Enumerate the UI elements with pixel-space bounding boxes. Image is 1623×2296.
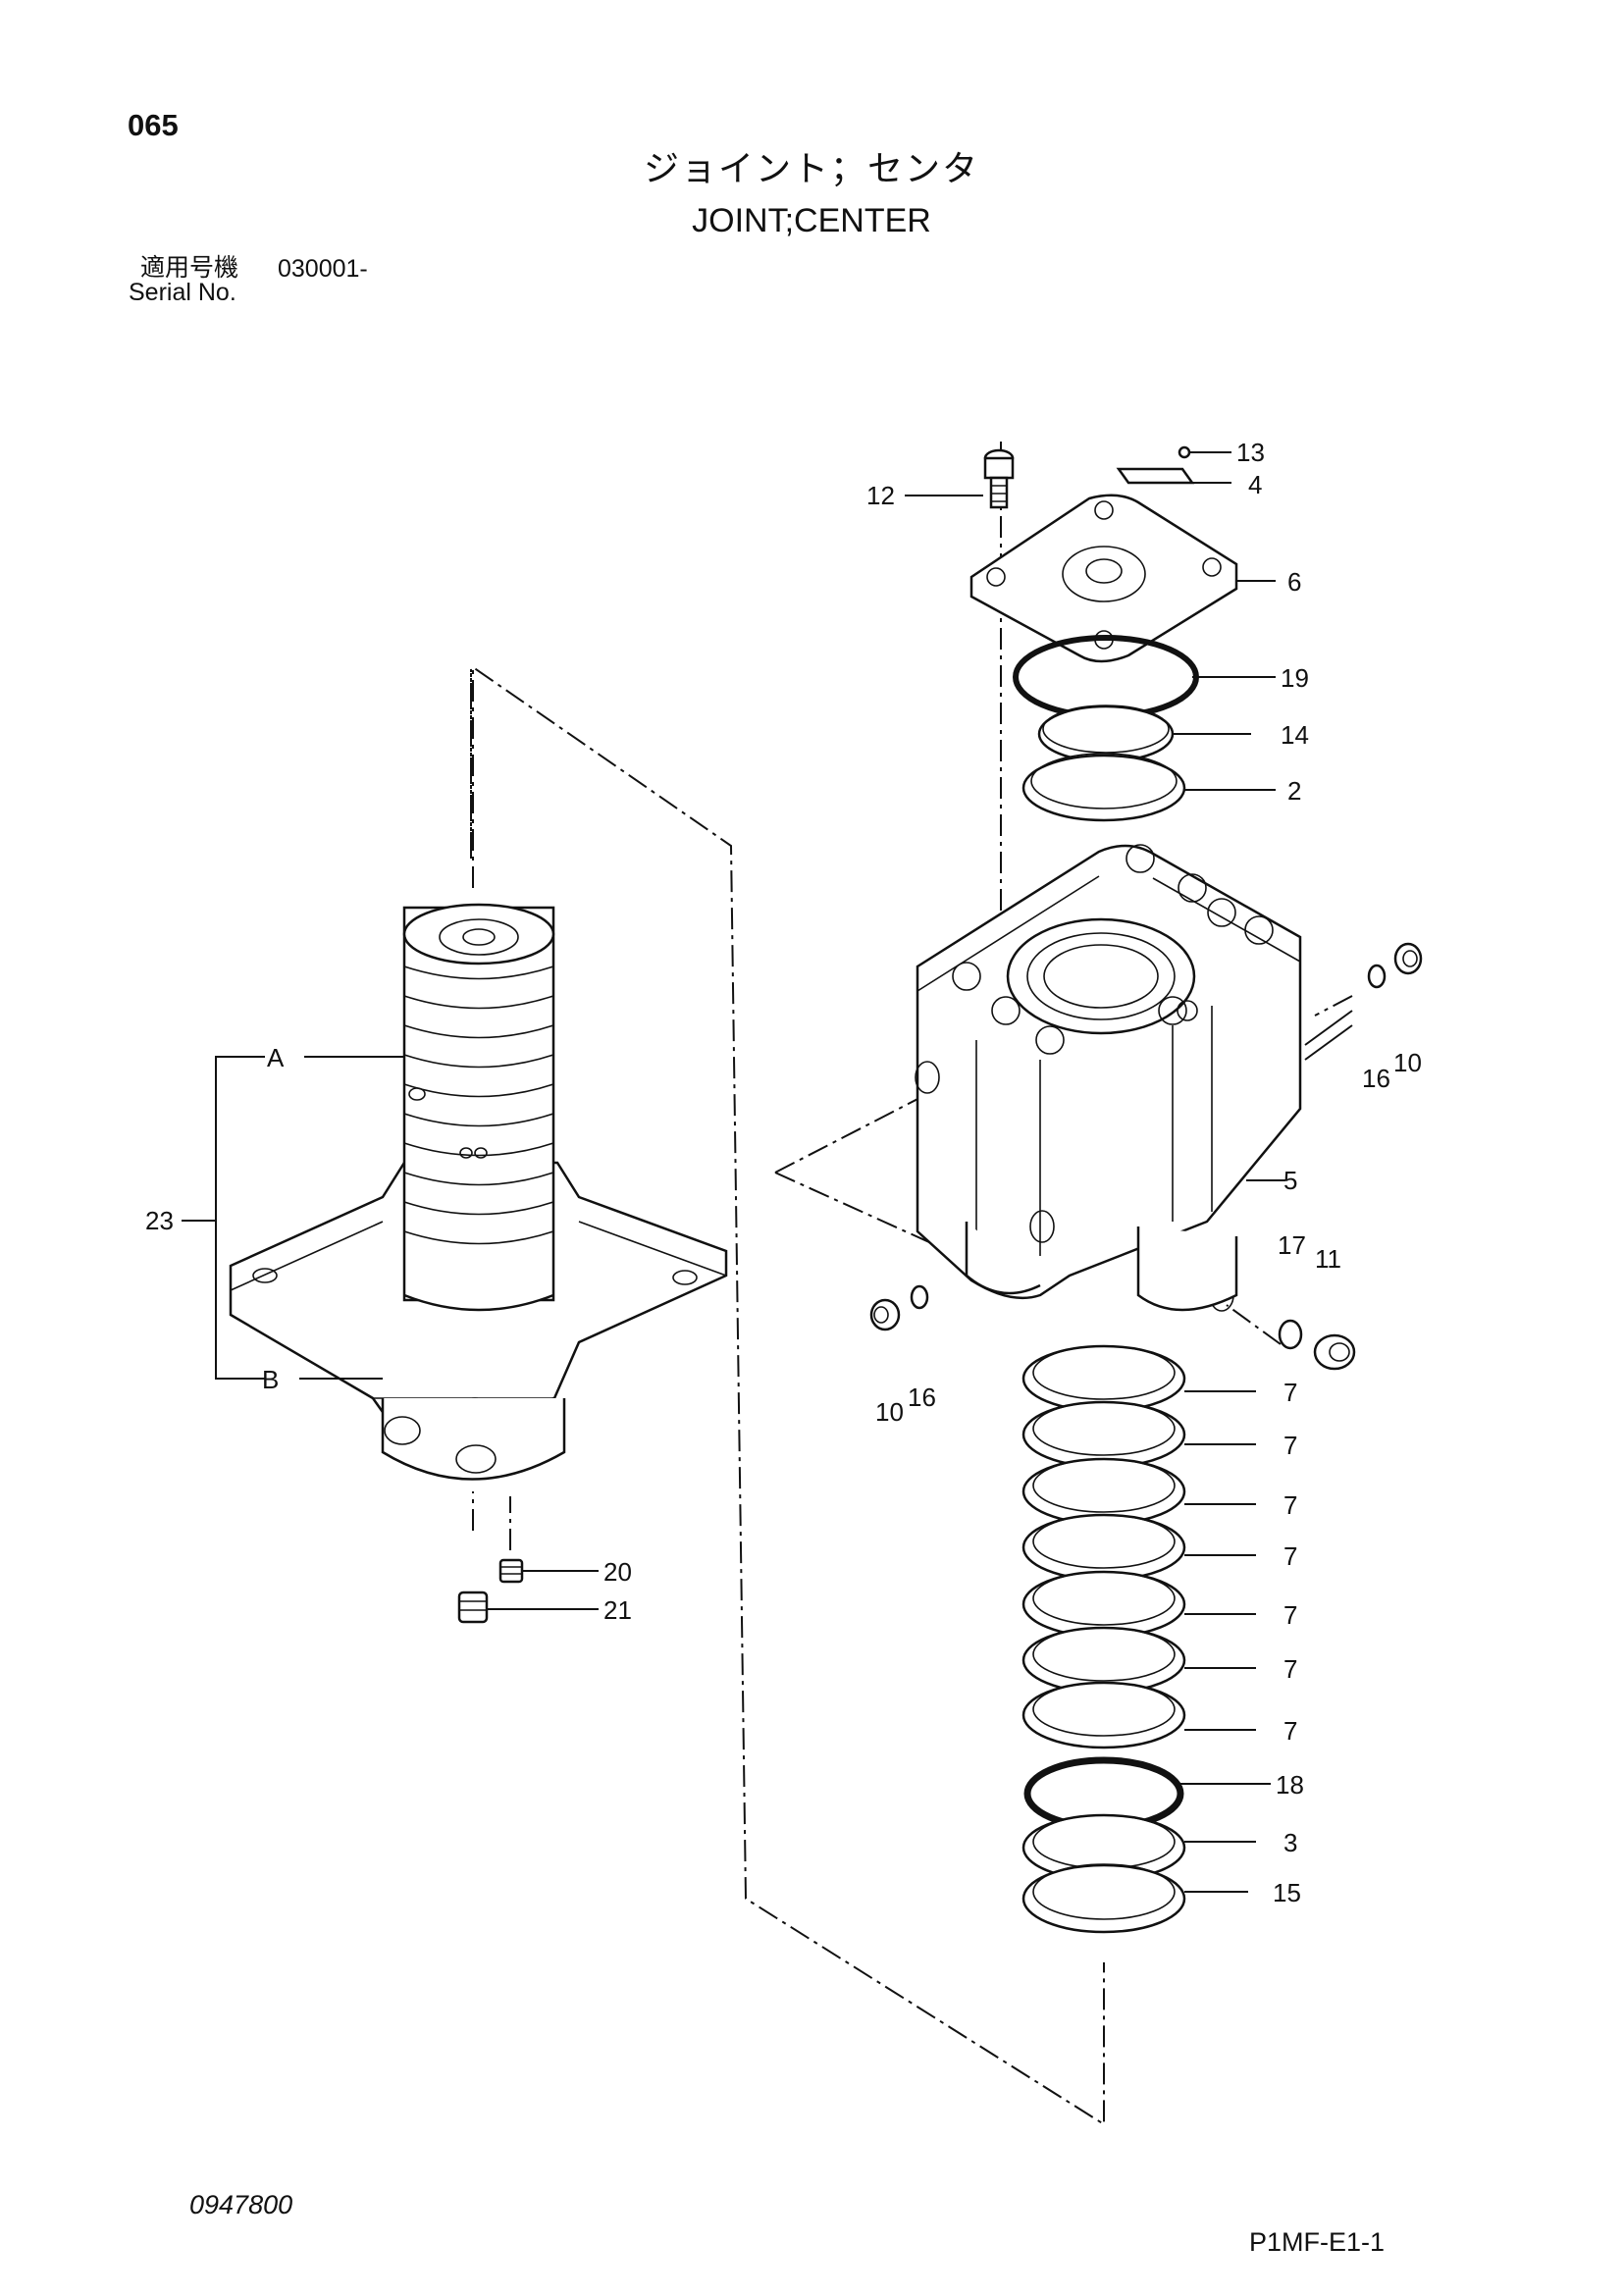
plug-10-left [869, 1298, 901, 1331]
callout-7-5: 7 [1283, 1600, 1297, 1630]
callout-A: A [267, 1043, 285, 1072]
o-ring-16-right [1367, 964, 1387, 989]
callout-19: 19 [1281, 663, 1309, 693]
callout-16-right: 16 [1362, 1064, 1390, 1093]
callout-7-7: 7 [1283, 1716, 1297, 1746]
plug-11 [1313, 1333, 1356, 1371]
seal-7-2 [1021, 1400, 1186, 1469]
body-5 [915, 844, 1353, 1312]
plug-21 [457, 1591, 489, 1624]
callout-B: B [262, 1365, 279, 1394]
page-number: 065 [128, 108, 179, 142]
title-english: JOINT;CENTER [692, 202, 931, 239]
serial-label-english: Serial No. [129, 279, 236, 306]
callout-21: 21 [603, 1595, 632, 1625]
plug-10-right [1393, 942, 1423, 975]
serial-label-japanese: 適用号機 [140, 253, 239, 282]
callout-6: 6 [1287, 567, 1301, 597]
callout-4: 4 [1248, 470, 1262, 499]
callout-3: 3 [1283, 1828, 1297, 1857]
rivet-13 [1178, 445, 1191, 459]
callout-labels: 12 13 4 6 19 14 2 16 10 5 17 11 10 16 7 … [145, 438, 1422, 1907]
name-plate-4 [1116, 467, 1195, 485]
callout-23: 23 [145, 1206, 174, 1235]
title-japanese: ジョイント；センタ [643, 149, 979, 189]
callout-7-2: 7 [1283, 1431, 1297, 1460]
callout-14: 14 [1281, 720, 1309, 750]
callout-2: 2 [1287, 776, 1301, 806]
serial-value: 030001- [278, 255, 368, 283]
seal-7-7 [1021, 1681, 1186, 1749]
callout-12: 12 [866, 481, 895, 510]
page-code: P1MF-E1-1 [1249, 2227, 1386, 2257]
callout-5: 5 [1283, 1166, 1297, 1195]
callout-7-3: 7 [1283, 1490, 1297, 1520]
callout-7-4: 7 [1283, 1541, 1297, 1571]
leader-lines [182, 451, 1285, 1893]
callout-16-left: 16 [908, 1383, 936, 1412]
plug-20 [498, 1558, 524, 1584]
callout-10-right: 10 [1393, 1048, 1422, 1077]
callout-7-6: 7 [1283, 1654, 1297, 1684]
assembly-guide-lines [470, 442, 1353, 2126]
callout-11: 11 [1315, 1244, 1341, 1274]
callout-7-1: 7 [1283, 1378, 1297, 1407]
callout-17: 17 [1278, 1230, 1306, 1260]
drawing-number: 0947800 [189, 2190, 293, 2219]
ring-15 [1021, 1863, 1186, 1934]
seal-7-4 [1021, 1513, 1186, 1582]
o-ring-16-left [910, 1284, 929, 1310]
spindle-assembly-23 [229, 903, 728, 1481]
callout-10-left: 10 [875, 1397, 904, 1427]
callout-18: 18 [1276, 1770, 1304, 1800]
callout-13: 13 [1236, 438, 1265, 467]
seal-7-5 [1021, 1570, 1186, 1639]
callout-15: 15 [1273, 1878, 1301, 1907]
ring-2 [1021, 753, 1186, 822]
o-ring-17 [1278, 1319, 1303, 1350]
socket-bolt-12 [983, 448, 1015, 509]
callout-20: 20 [603, 1557, 632, 1587]
